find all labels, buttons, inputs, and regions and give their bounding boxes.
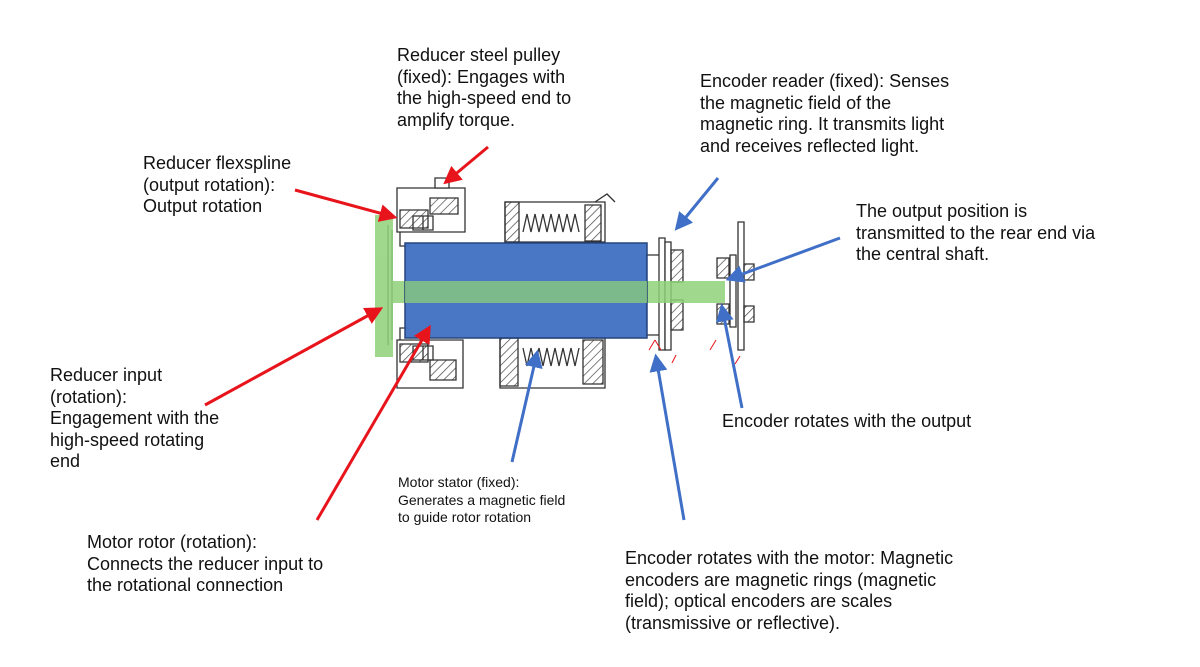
- arrow-reducer-input: [204, 307, 384, 407]
- label-encoder-motor: Encoder rotates with the motor: Magnetic…: [625, 548, 954, 633]
- label-reducer-flexspline: Reducer flexspline (output rotation): Ou…: [143, 153, 292, 217]
- red-arrows: [204, 145, 489, 521]
- label-motor-stator: Motor stator (fixed): Generates a magnet…: [398, 474, 566, 525]
- arrow-encoder-reader: [674, 177, 720, 231]
- arrow-steel-pulley: [443, 145, 489, 185]
- reducer-upper-housing: [397, 178, 465, 246]
- label-reducer-steel-pulley: Reducer steel pulley (fixed): Engages wi…: [397, 45, 572, 130]
- blue-arrows: [510, 177, 841, 521]
- arrow-encoder-motor: [649, 353, 686, 521]
- stator-lower: [500, 338, 605, 388]
- label-motor-rotor: Motor rotor (rotation): Connects the red…: [87, 532, 324, 596]
- label-output-position: The output position is transmitted to th…: [856, 201, 1096, 265]
- label-encoder-output: Encoder rotates with the output: [722, 411, 972, 431]
- label-reducer-input: Reducer input (rotation): Engagement wit…: [50, 365, 220, 472]
- shaft-through-rotor: [405, 281, 647, 303]
- arrow-encoder-output: [715, 303, 744, 409]
- arrow-motor-rotor: [315, 324, 431, 521]
- arrow-output-position: [725, 236, 841, 283]
- label-encoder-reader: Encoder reader (fixed): Senses the magne…: [700, 71, 950, 156]
- reducer-lower-housing: [397, 328, 463, 388]
- stator-upper: [505, 194, 615, 242]
- arrow-flexspline: [294, 188, 398, 222]
- arrow-motor-stator: [510, 349, 543, 463]
